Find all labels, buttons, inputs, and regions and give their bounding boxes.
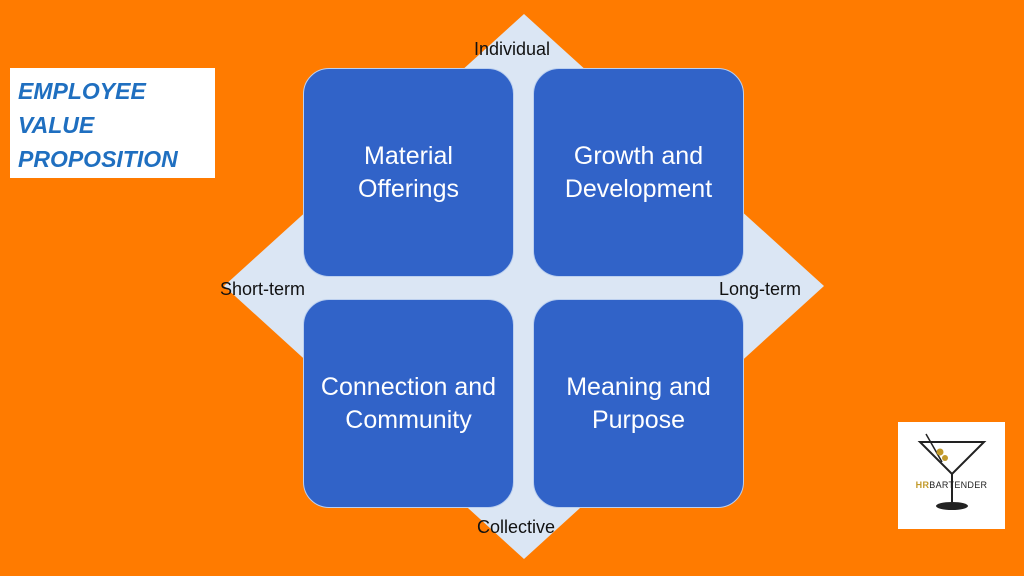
title-box: EMPLOYEE VALUE PROPOSITION: [10, 68, 215, 178]
axis-label-right: Long-term: [719, 279, 802, 299]
hr-bartender-logo: HRBARTENDER: [898, 422, 1005, 529]
logo-wordmark: HRBARTENDER: [898, 480, 1005, 490]
quadrant-label: Connection and Community: [320, 372, 497, 434]
logo-bartender-text: BARTENDER: [929, 480, 988, 490]
title-line-1: EMPLOYEE: [18, 78, 146, 104]
quadrant-meaning-purpose: Meaning and Purpose: [533, 299, 744, 508]
quadrant-connection-community: Connection and Community: [303, 299, 514, 508]
axis-label-top: Individual: [474, 39, 551, 59]
quadrant-label: Meaning and Purpose: [566, 372, 711, 434]
martini-glass-icon: [917, 433, 987, 510]
title-line-2: VALUE: [18, 112, 95, 138]
quadrant-label: Material Offerings: [358, 141, 459, 203]
logo-hr-text: HR: [915, 480, 930, 490]
title-line-3: PROPOSITION: [18, 146, 178, 172]
axis-label-left: Short-term: [220, 279, 306, 299]
quadrant-material-offerings: Material Offerings: [303, 68, 514, 277]
axis-label-bottom: Collective: [477, 517, 556, 537]
quadrant-label: Growth and Development: [564, 141, 713, 203]
quadrant-growth-development: Growth and Development: [533, 68, 744, 277]
